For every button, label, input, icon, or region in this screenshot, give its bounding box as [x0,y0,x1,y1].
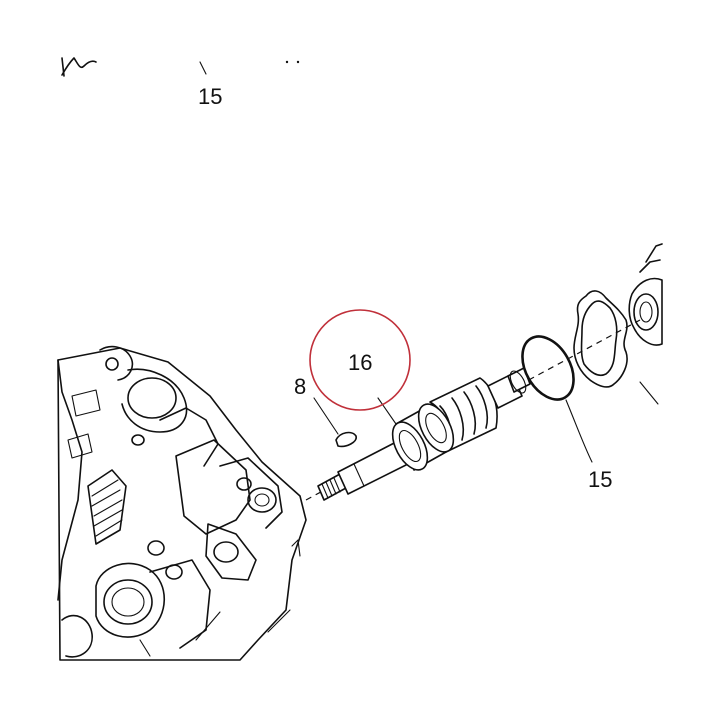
top-fragment [61,57,300,77]
o-ring [521,335,575,401]
leader-line-8 [313,397,339,435]
woodruff-key [335,431,357,448]
callout-label-15-top: 15 [198,84,222,109]
gearbox-housing [57,345,307,661]
side-cover [628,243,663,405]
callout-label-8: 8 [294,374,306,399]
shaft-assembly [317,367,531,501]
callout-label-16: 16 [348,350,372,375]
highlight-circle [309,309,411,411]
gasket [573,290,628,388]
leader-line-16 [377,397,397,425]
leader-line-15 [565,399,593,463]
callout-label-15: 15 [588,467,612,492]
